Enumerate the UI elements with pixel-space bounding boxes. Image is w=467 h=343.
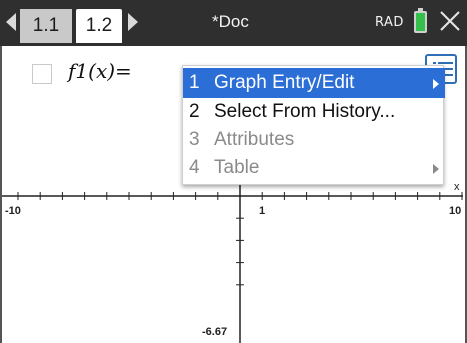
submenu-arrow-icon — [433, 164, 439, 174]
function-argument: (x) — [88, 59, 116, 83]
top-bar: 1.1 1.2 *Doc RAD — [0, 0, 467, 46]
x-min-label: -10 — [5, 205, 21, 217]
function-label: f1(x)= — [68, 59, 132, 83]
close-icon[interactable] — [437, 8, 463, 34]
menu-item-select-from-history[interactable]: 2 Select From History... — [189, 101, 396, 122]
graph-entry-menu: 1 Graph Entry/Edit 2 Select From History… — [182, 65, 445, 185]
y-min-label: -6.67 — [202, 326, 228, 338]
menu-item-table: 4 Table — [183, 153, 445, 183]
angle-mode-indicator: RAD — [375, 15, 404, 30]
document-title: *Doc — [212, 12, 249, 31]
function-name: f1 — [68, 59, 89, 83]
menu-item-graph-entry-edit[interactable]: 1 Graph Entry/Edit — [183, 68, 445, 98]
battery-icon — [414, 8, 427, 33]
left-arrow-icon[interactable] — [6, 13, 16, 31]
x-axis-name: x — [454, 181, 460, 193]
x-tick-one-label: 1 — [259, 205, 266, 217]
x-axis-ticks — [17, 192, 463, 200]
function-visibility-checkbox[interactable] — [32, 64, 52, 84]
submenu-arrow-icon — [433, 79, 439, 89]
right-arrow-icon[interactable] — [128, 13, 138, 31]
x-max-label: 10 — [449, 205, 462, 217]
menu-item-attributes: 3 Attributes — [189, 129, 295, 150]
tab-1-1[interactable]: 1.1 — [20, 9, 72, 43]
equals-sign: = — [115, 59, 132, 83]
tab-1-2[interactable]: 1.2 — [76, 9, 122, 43]
